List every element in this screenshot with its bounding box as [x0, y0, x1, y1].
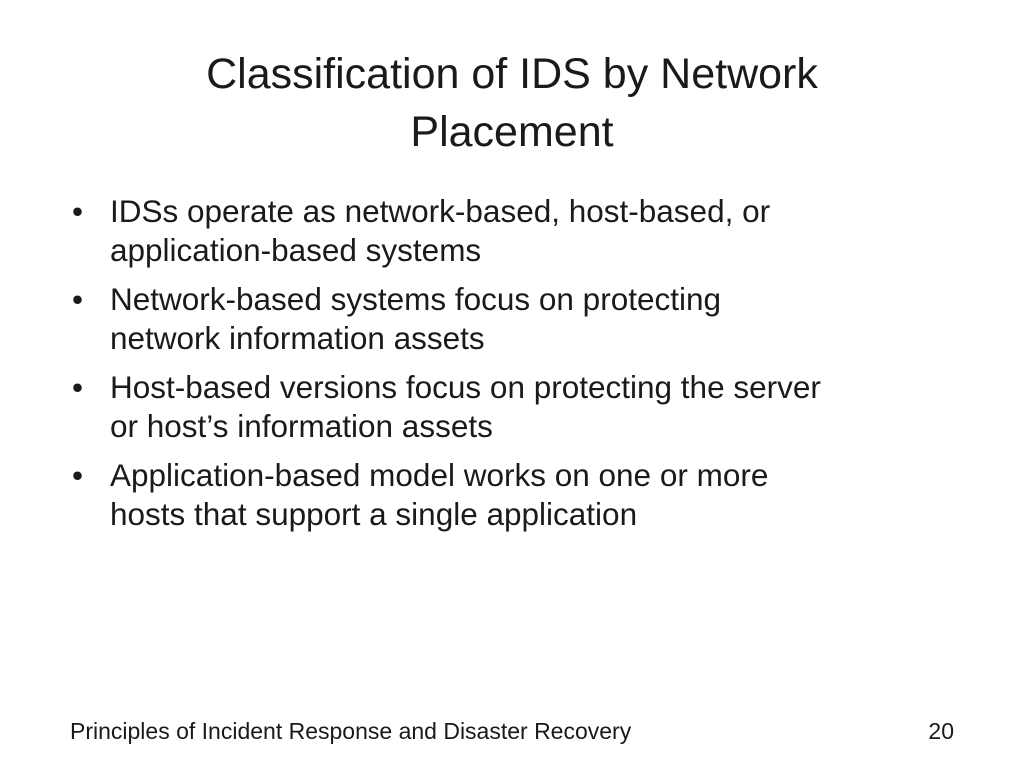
bullet-text-line: network information assets — [110, 320, 485, 356]
bullet-text-line: hosts that support a single application — [110, 496, 638, 532]
slide-title: Classification of IDS by Network Placeme… — [60, 45, 964, 161]
bullet-text-line: IDSs operate as network-based, host-base… — [110, 193, 771, 229]
bullet-marker: • — [72, 193, 84, 229]
bullet-list: • IDSs operate as network-based, host-ba… — [72, 192, 972, 544]
bullet-text-line: Application-based model works on one or … — [110, 457, 769, 493]
slide-footer: Principles of Incident Response and Disa… — [70, 718, 632, 744]
bullet-item: • Network-based systems focus on protect… — [72, 280, 972, 358]
slide-title-line: Classification of IDS by Network — [206, 50, 818, 98]
bullet-text-line: Host-based versions focus on protecting … — [110, 369, 821, 405]
bullet-marker: • — [72, 457, 84, 493]
bullet-item: • Application-based model works on one o… — [72, 456, 972, 534]
bullet-text-line: application-based systems — [110, 232, 482, 268]
page-number: 20 — [928, 718, 954, 744]
bullet-text-line: or host’s information assets — [110, 408, 493, 444]
bullet-item: • Host-based versions focus on protectin… — [72, 368, 972, 446]
bullet-marker: • — [72, 281, 84, 317]
slide-title-line: Placement — [410, 108, 614, 156]
bullet-text-line: Network-based systems focus on protectin… — [110, 281, 722, 317]
bullet-item: • IDSs operate as network-based, host-ba… — [72, 192, 972, 270]
bullet-marker: • — [72, 369, 84, 405]
